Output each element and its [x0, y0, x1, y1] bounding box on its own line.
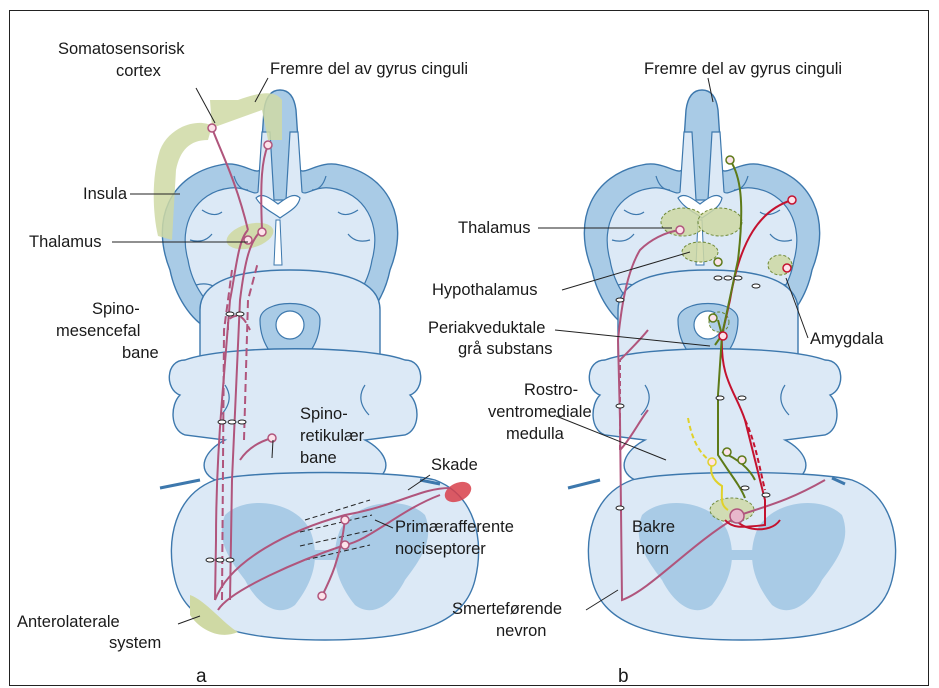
- label-spinomes-line2: mesencefal: [56, 322, 140, 340]
- label-anterolateral-line1: Anterolaterale: [17, 613, 120, 631]
- panel-b-diagram: [568, 90, 896, 640]
- label-pag-line2: grå substans: [458, 340, 552, 358]
- medulla-a: [169, 349, 420, 480]
- label-pain-neuron-line1: Smerteførende: [452, 600, 562, 618]
- label-somatosensory-line1: Somatosensorisk: [58, 40, 185, 58]
- label-primary-line1: Primærafferente: [395, 518, 514, 536]
- label-dorsal-horn-line2: horn: [636, 540, 669, 558]
- panel-letter-b: b: [618, 666, 629, 687]
- label-spinomes-line1: Spino-: [92, 300, 140, 318]
- label-rvm-line1: Rostro-: [524, 381, 578, 399]
- label-spinoret-line1: Spino-: [300, 405, 348, 423]
- label-insula: Insula: [83, 185, 128, 203]
- label-spinoret-line3: bane: [300, 449, 337, 467]
- label-pain-neuron-line2: nevron: [496, 622, 546, 640]
- label-hypothalamus: Hypothalamus: [432, 281, 537, 299]
- label-thalamus-b: Thalamus: [458, 219, 530, 237]
- label-somatosensory-line2: cortex: [116, 62, 162, 80]
- label-spinoret-line2: retikulær: [300, 427, 365, 445]
- label-pag-line1: Periakveduktale: [428, 319, 545, 337]
- pain-neuron-soma: [730, 509, 744, 523]
- label-rvm-line3: medulla: [506, 425, 565, 443]
- label-amygdala: Amygdala: [810, 330, 884, 348]
- label-dorsal-horn-line1: Bakre: [632, 518, 675, 536]
- label-anterolateral-line2: system: [109, 634, 161, 652]
- label-primary-line2: nociseptorer: [395, 540, 486, 558]
- label-cingulate-b: Fremre del av gyrus cinguli: [644, 60, 842, 78]
- cingulate-area-a: [210, 93, 282, 140]
- panel-letter-a: a: [196, 666, 207, 687]
- label-rvm-line2: ventromediale: [488, 403, 592, 421]
- label-injury: Skade: [431, 456, 478, 474]
- label-spinomes-line3: bane: [122, 344, 159, 362]
- label-cingulate-a: Fremre del av gyrus cinguli: [270, 60, 468, 78]
- label-thalamus-a: Thalamus: [29, 233, 101, 251]
- spinal-cord-b: [588, 473, 895, 641]
